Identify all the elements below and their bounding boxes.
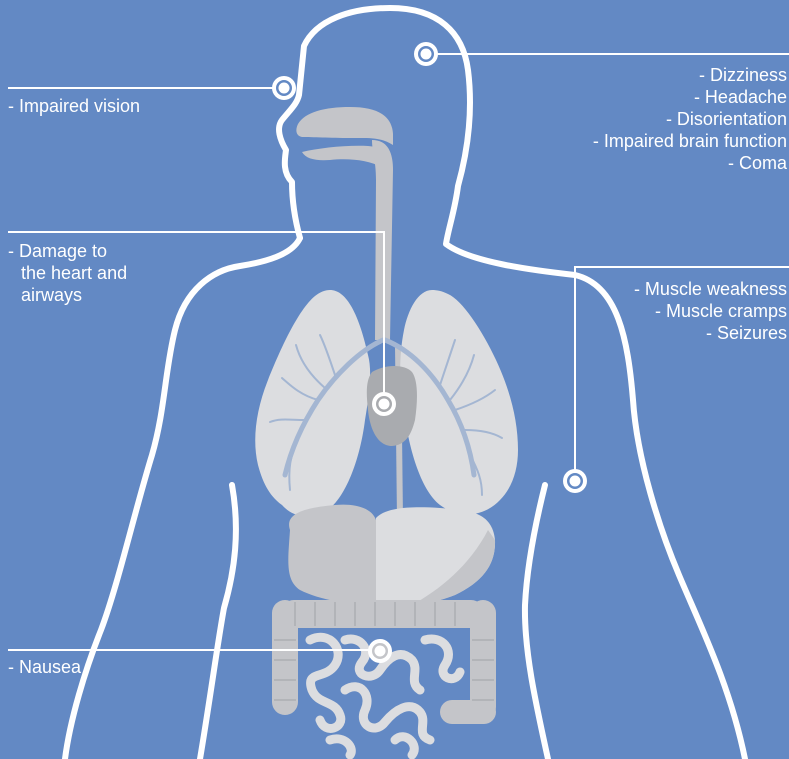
marker-heart [372, 392, 396, 416]
label-line: - Impaired vision [8, 95, 140, 117]
label-line: - Disorientation [593, 108, 787, 130]
label-line: airways [8, 284, 127, 306]
label-line: - Nausea [8, 656, 81, 678]
label-line: - Impaired brain function [593, 130, 787, 152]
label-line: - Dizziness [593, 64, 787, 86]
label-line: - Damage to [8, 240, 127, 262]
marker-gut [368, 639, 392, 663]
marker-muscle [563, 469, 587, 493]
label-eye: - Impaired vision [8, 95, 140, 117]
label-line: - Seizures [634, 322, 787, 344]
label-line: the heart and [8, 262, 127, 284]
label-heart: - Damage to the heart and airways [8, 240, 127, 306]
label-line: - Coma [593, 152, 787, 174]
marker-eye [272, 76, 296, 100]
liver [288, 505, 376, 605]
label-line: - Muscle cramps [634, 300, 787, 322]
label-line: - Muscle weakness [634, 278, 787, 300]
label-gut: - Nausea [8, 656, 81, 678]
label-brain: - Dizziness - Headache - Disorientation … [593, 64, 787, 174]
marker-brain [414, 42, 438, 66]
label-muscle: - Muscle weakness - Muscle cramps - Seiz… [634, 278, 787, 344]
label-line: - Headache [593, 86, 787, 108]
